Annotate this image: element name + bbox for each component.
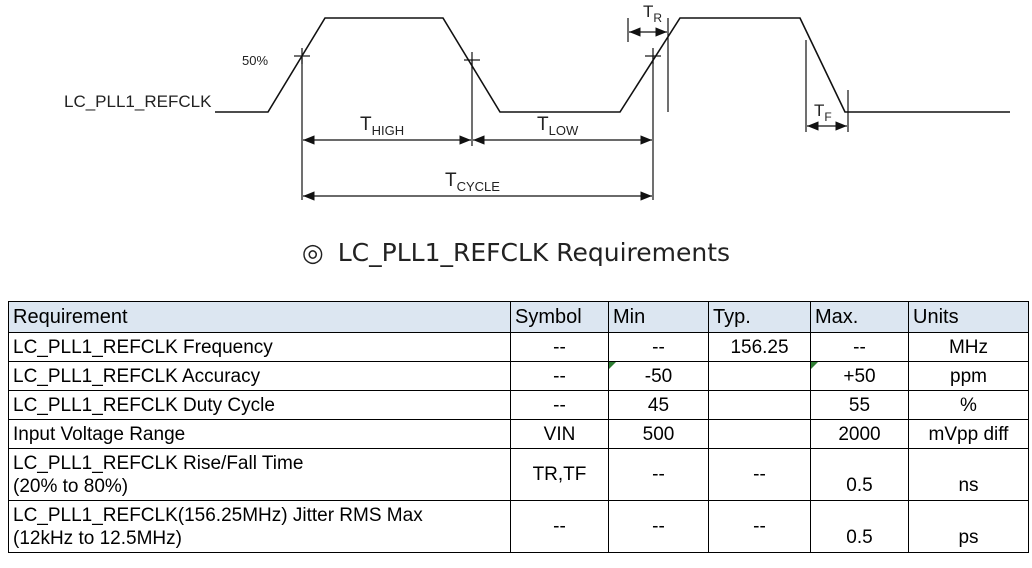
table-row: LC_PLL1_REFCLK Frequency -- -- 156.25 --… (8, 332, 1029, 362)
cell-typ (708, 390, 811, 420)
cell-max: 2000 (810, 419, 909, 449)
header-min: Min (608, 301, 709, 333)
cell-symbol: -- (510, 500, 609, 553)
cell-max: 0.5 (810, 448, 909, 501)
caption-text: LC_PLL1_REFCLK Requirements (337, 238, 731, 267)
header-units: Units (908, 301, 1029, 333)
table-row: LC_PLL1_REFCLK Rise/Fall Time(20% to 80%… (8, 448, 1029, 501)
cell-min: -- (608, 332, 709, 362)
table-row: LC_PLL1_REFCLK Accuracy -- -50 +50 ppm (8, 361, 1029, 391)
cell-min: 500 (608, 419, 709, 449)
table-row: Input Voltage Range VIN 500 2000 mVpp di… (8, 419, 1029, 449)
cell-symbol: -- (510, 361, 609, 391)
cell-units: ppm (908, 361, 1029, 391)
cell-units: MHz (908, 332, 1029, 362)
requirements-table: Requirement Symbol Min Typ. Max. Units L… (8, 301, 1029, 553)
reference-lines (301, 18, 849, 200)
t-cycle-label: TCYCLE (445, 170, 500, 194)
t-rise-label: TR (643, 2, 662, 25)
cell-max: 55 (810, 390, 909, 420)
table-caption: ◎ LC_PLL1_REFCLK Requirements (0, 238, 1032, 267)
header-requirement: Requirement (8, 301, 511, 333)
t-low-label: TLOW (537, 114, 579, 138)
threshold-markers (294, 48, 661, 68)
cell-requirement: LC_PLL1_REFCLK Rise/Fall Time(20% to 80%… (8, 448, 511, 501)
cell-max: 0.5 (810, 500, 909, 553)
table-row: LC_PLL1_REFCLK(156.25MHz) Jitter RMS Max… (8, 500, 1029, 553)
header-symbol: Symbol (510, 301, 609, 333)
header-max: Max. (810, 301, 909, 333)
cell-typ: -- (708, 500, 811, 553)
cell-units: % (908, 390, 1029, 420)
signal-label: LC_PLL1_REFCLK (64, 92, 212, 111)
cell-min: -50 (608, 361, 709, 391)
cell-symbol: -- (510, 390, 609, 420)
cell-min: -- (608, 448, 709, 501)
cell-requirement: Input Voltage Range (8, 419, 511, 449)
threshold-label: 50% (242, 53, 268, 68)
cell-max: -- (810, 332, 909, 362)
t-fall-label: TF (814, 101, 832, 124)
cell-symbol: TR,TF (510, 448, 609, 501)
cell-typ: -- (708, 448, 811, 501)
cell-typ (708, 361, 811, 391)
cell-symbol: VIN (510, 419, 609, 449)
cell-min: 45 (608, 390, 709, 420)
header-typ: Typ. (708, 301, 811, 333)
cell-min: -- (608, 500, 709, 553)
cell-symbol: -- (510, 332, 609, 362)
comment-marker-icon (811, 362, 818, 369)
cell-units: ns (908, 448, 1029, 501)
cell-requirement: LC_PLL1_REFCLK Frequency (8, 332, 511, 362)
comment-marker-icon (609, 362, 616, 369)
cell-typ: 156.25 (708, 332, 811, 362)
cell-requirement: LC_PLL1_REFCLK Accuracy (8, 361, 511, 391)
table-header-row: Requirement Symbol Min Typ. Max. Units (8, 301, 1029, 333)
table-row: LC_PLL1_REFCLK Duty Cycle -- 45 55 % (8, 390, 1029, 420)
cell-requirement: LC_PLL1_REFCLK(156.25MHz) Jitter RMS Max… (8, 500, 511, 553)
cell-max: +50 (810, 361, 909, 391)
cell-units: mVpp diff (908, 419, 1029, 449)
cell-units: ps (908, 500, 1029, 553)
cell-requirement: LC_PLL1_REFCLK Duty Cycle (8, 390, 511, 420)
t-high-label: THIGH (360, 114, 404, 138)
timing-diagram: LC_PLL1_REFCLK 50% THIGH TLOW TCYCLE TR … (64, 2, 1010, 201)
cell-typ (708, 419, 811, 449)
clock-waveform (215, 17, 1010, 113)
bullseye-icon: ◎ (301, 238, 324, 267)
